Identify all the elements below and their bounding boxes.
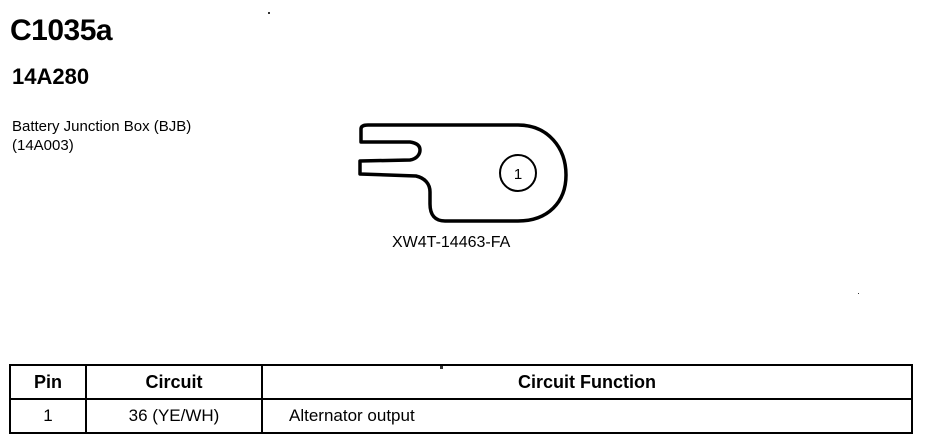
pin-1-label: 1 — [514, 166, 522, 183]
table-header-row: Pin Circuit Circuit Function — [9, 364, 913, 400]
component-part-number: (14A003) — [12, 137, 74, 154]
pin-1-circle — [499, 154, 537, 192]
cell-circuit-function: Alternator output — [261, 398, 913, 434]
connector-face-diagram: 1 — [358, 123, 568, 223]
connector-id-title: C1035a — [10, 14, 113, 47]
diagram-caption: XW4T-14463-FA — [392, 234, 511, 251]
cell-pin: 1 — [9, 398, 87, 434]
cell-circuit: 36 (YE/WH) — [85, 398, 263, 434]
header-circuit-function: Circuit Function — [261, 364, 913, 400]
scan-speck — [268, 12, 270, 14]
scan-speck — [858, 293, 859, 294]
part-number: 14A280 — [12, 64, 90, 89]
component-description: Battery Junction Box (BJB) — [12, 118, 192, 135]
connector-outline — [358, 123, 568, 223]
header-circuit: Circuit — [85, 364, 263, 400]
header-pin: Pin — [9, 364, 87, 400]
pin-table: Pin Circuit Circuit Function 1 36 (YE/WH… — [9, 364, 913, 434]
table-row: 1 36 (YE/WH) Alternator output — [9, 398, 913, 434]
